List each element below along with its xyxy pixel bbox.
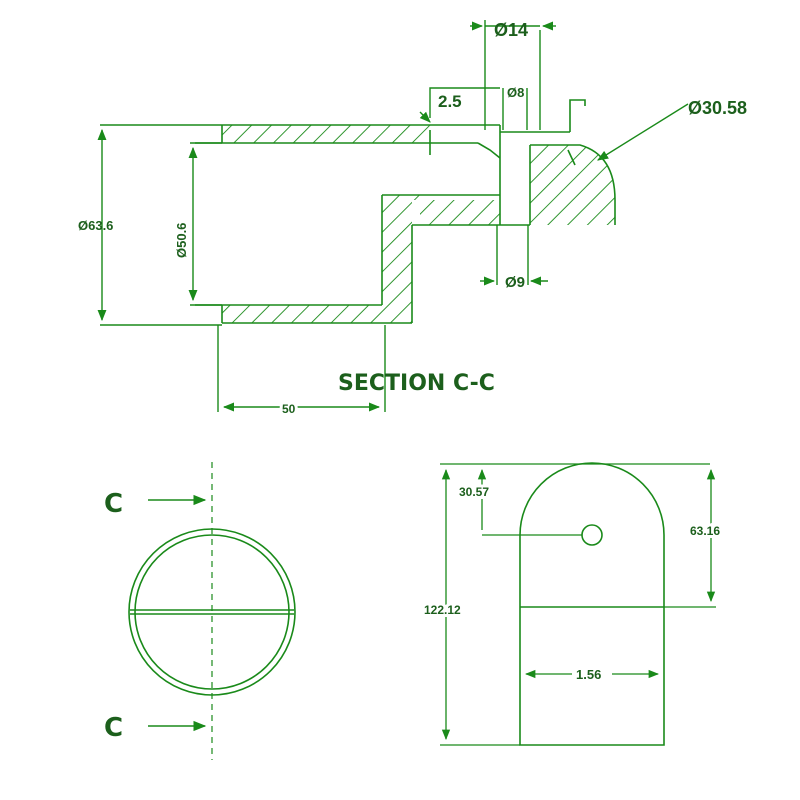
dim-hole-9-label: Ø9	[505, 274, 525, 291]
cut-label-bottom: C	[104, 713, 123, 743]
dim-chamfer-label: 2.5	[438, 92, 462, 111]
dim-hole-14-label: Ø14	[494, 20, 528, 40]
dim-hole-8-label: Ø8	[507, 85, 524, 100]
section-title: SECTION C-C	[338, 371, 495, 396]
plan-view	[128, 462, 296, 760]
dim-top-to-hole-label: 30.57	[459, 485, 489, 499]
dim-bore-dia	[97, 124, 222, 326]
dim-hole-8	[502, 88, 528, 130]
dim-depth	[217, 325, 386, 412]
dim-chamfer	[419, 87, 500, 123]
dim-bore-dia-label: Ø63.6	[78, 218, 113, 233]
hole-circle	[581, 524, 603, 546]
section-hatch	[222, 125, 615, 323]
dim-arc-height-label: 63.16	[690, 524, 720, 538]
dim-inner-dia	[188, 142, 222, 306]
dim-depth-label: 50	[282, 402, 296, 416]
side-view	[519, 462, 665, 746]
dim-inner-dia-label: Ø50.6	[174, 223, 189, 258]
dim-overall-height-label: 122.12	[424, 603, 461, 617]
side-dims	[440, 463, 716, 746]
section-view	[195, 99, 616, 324]
dim-radius-label: Ø30.58	[688, 98, 747, 118]
dim-hole-9	[480, 225, 548, 286]
dim-radius-leader	[597, 103, 689, 161]
dim-width-label: 1.56	[576, 667, 601, 682]
dim-hole-14	[470, 20, 556, 130]
cut-label-top: C	[104, 489, 123, 519]
